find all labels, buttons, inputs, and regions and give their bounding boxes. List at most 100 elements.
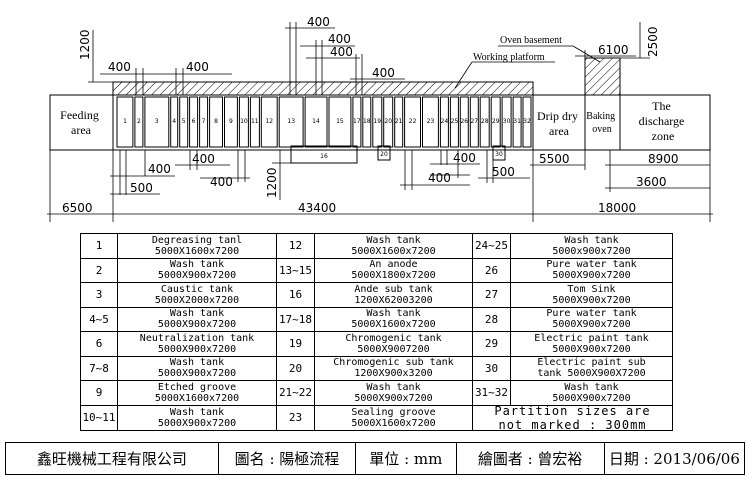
tank-3 xyxy=(144,96,170,148)
tank-number: 26 xyxy=(460,118,468,125)
tank-27 xyxy=(469,96,479,148)
dim-400-b5: 400 xyxy=(428,171,451,185)
tank-10 xyxy=(238,96,249,148)
dim-43400: 43400 xyxy=(298,201,336,215)
spec-tank-number: 29 xyxy=(473,332,511,357)
spec-tank-number: 27 xyxy=(473,283,511,308)
spec-tank-number: 26 xyxy=(473,258,511,283)
dim-400-b1: 400 xyxy=(148,162,171,176)
tank-number: 9 xyxy=(229,118,233,125)
oven-basement-label: Oven basement xyxy=(500,35,562,46)
sub-tank-20 xyxy=(377,145,391,161)
company-name: 鑫旺機械工程有限公司 xyxy=(6,443,219,474)
tank-number: 15 xyxy=(336,118,344,125)
dim-500-b: 500 xyxy=(492,165,515,179)
dim-400-a: 400 xyxy=(108,60,131,74)
tank-4 xyxy=(170,96,179,148)
tank-29 xyxy=(490,96,501,148)
tank-number: 22 xyxy=(409,118,417,125)
spec-tank-number: 30 xyxy=(473,356,511,381)
tank-number: 29 xyxy=(492,118,500,125)
spec-tank-number: 3 xyxy=(81,283,118,308)
spec-tank-number: 28 xyxy=(473,307,511,332)
dim-500-a: 500 xyxy=(130,181,153,195)
tank-number: 27 xyxy=(470,118,478,125)
tank-number: 18 xyxy=(363,118,371,125)
tank-number: 17 xyxy=(353,118,361,125)
spec-tank-number: 13~15 xyxy=(277,258,315,283)
tank-21 xyxy=(394,96,404,148)
tank-number: 23 xyxy=(427,118,435,125)
spec-tank-number: 24~25 xyxy=(473,234,511,259)
tank-20 xyxy=(383,96,394,148)
spec-tank-number: 1 xyxy=(81,234,118,259)
zone-drip-dry-label: Drip dry area xyxy=(537,109,581,138)
tank-30 xyxy=(501,96,512,148)
tank-number: 32 xyxy=(523,118,531,125)
spec-tank-number: 31~32 xyxy=(473,381,511,406)
tank-number: 31 xyxy=(513,118,521,125)
zone-feeding-label: Feeding area xyxy=(60,108,102,137)
tank-number: 7 xyxy=(202,118,206,125)
dim-400-b3: 400 xyxy=(210,175,233,189)
tank-2 xyxy=(134,96,144,148)
spec-tank-number: 20 xyxy=(277,356,315,381)
sub-tank-16-label: 16 xyxy=(320,153,328,160)
working-platform-label: Working platform xyxy=(473,52,545,63)
sub-tank-20-label: 20 xyxy=(380,151,388,158)
tank-8 xyxy=(209,96,224,148)
spec-tank-number: 17~18 xyxy=(277,307,315,332)
tank-5 xyxy=(179,96,189,148)
tank-1 xyxy=(116,96,134,148)
spec-tank-number: 7~8 xyxy=(81,356,118,381)
tank-7 xyxy=(199,96,209,148)
drafter-field: 繪圖者 : 曾宏裕 xyxy=(457,443,605,474)
dim-400-b4: 400 xyxy=(453,151,476,165)
tank-6 xyxy=(189,96,199,148)
spec-tank-number: 2 xyxy=(81,258,118,283)
dim-18000: 18000 xyxy=(598,201,636,215)
oven-basement xyxy=(584,57,621,96)
tank-23 xyxy=(422,96,439,148)
dim-400-top3: 400 xyxy=(330,45,353,59)
spec-tank-number: 16 xyxy=(277,283,315,308)
tank-number: 5 xyxy=(182,118,186,125)
date-field: 日期 : 2013/06/06 xyxy=(608,450,740,468)
tank-number: 1 xyxy=(123,118,127,125)
zone-baking-label: Baking oven xyxy=(586,111,617,135)
tank-number: 21 xyxy=(395,118,403,125)
tank-number: 6 xyxy=(192,118,196,125)
spec-tank-number: 4~5 xyxy=(81,307,118,332)
unit-field: 單位 : mm xyxy=(356,443,457,474)
sub-tank-30-label: 30 xyxy=(495,151,503,158)
tank-18 xyxy=(362,96,372,148)
dim-400-top2: 400 xyxy=(328,32,351,46)
tank-number: 13 xyxy=(287,118,295,125)
tank-number: 14 xyxy=(312,118,320,125)
dim-400-b: 400 xyxy=(186,60,209,74)
title-block: 鑫旺機械工程有限公司 圖名 : 陽極流程 單位 : mm 繪圖者 : 曾宏裕 日… xyxy=(5,442,745,475)
spec-tank-number: 23 xyxy=(277,405,315,430)
dim-8900: 8900 xyxy=(648,152,679,166)
tank-22 xyxy=(404,96,422,148)
spec-tank-number: 10~11 xyxy=(81,405,118,430)
working-platform xyxy=(112,81,534,96)
tank-number: 11 xyxy=(251,118,259,125)
tank-32 xyxy=(522,96,532,148)
